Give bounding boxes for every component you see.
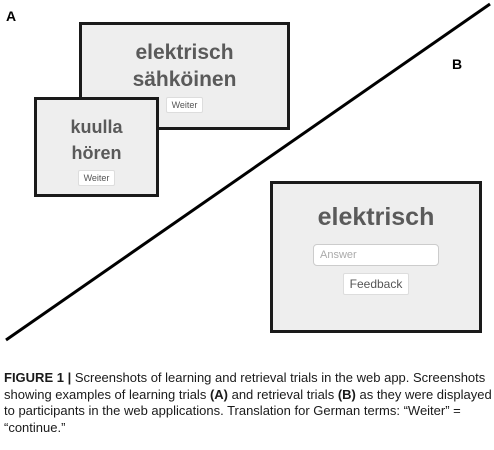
panel-label-a: A: [6, 8, 17, 24]
caption-text-1: Screenshots of learning and retrieval tr…: [4, 370, 486, 402]
weiter-button[interactable]: Weiter: [77, 169, 116, 186]
caption-text-3: as they were displayed to participants i…: [4, 386, 492, 435]
retrieval-trial-card: elektrisch Feedback: [270, 181, 482, 333]
word-german: elektrisch: [135, 41, 234, 64]
figure-caption: FIGURE 1 | Screenshots of learning and r…: [4, 370, 492, 436]
caption-text-2: and retrieval trials: [227, 386, 338, 402]
caption-ref-a: (A): [209, 386, 228, 402]
divider-line: [5, 2, 491, 342]
cue-word: elektrisch: [317, 203, 435, 231]
word-german: hören: [71, 142, 122, 163]
caption-ref-b: (B): [337, 386, 356, 402]
feedback-button[interactable]: Feedback: [342, 272, 410, 295]
caption-label: FIGURE 1 |: [4, 370, 72, 385]
diagonal-divider: [5, 2, 491, 342]
learning-trial-card-2: kuulla hören Weiter: [34, 97, 159, 197]
answer-input[interactable]: [313, 243, 439, 266]
figure: A B elektrisch sähköinen Weiter kuulla h…: [5, 2, 491, 342]
word-finnish: sähköinen: [132, 68, 237, 92]
word-finnish: kuulla: [70, 117, 123, 137]
weiter-button[interactable]: Weiter: [165, 97, 204, 114]
panel-label-b: B: [452, 56, 463, 72]
